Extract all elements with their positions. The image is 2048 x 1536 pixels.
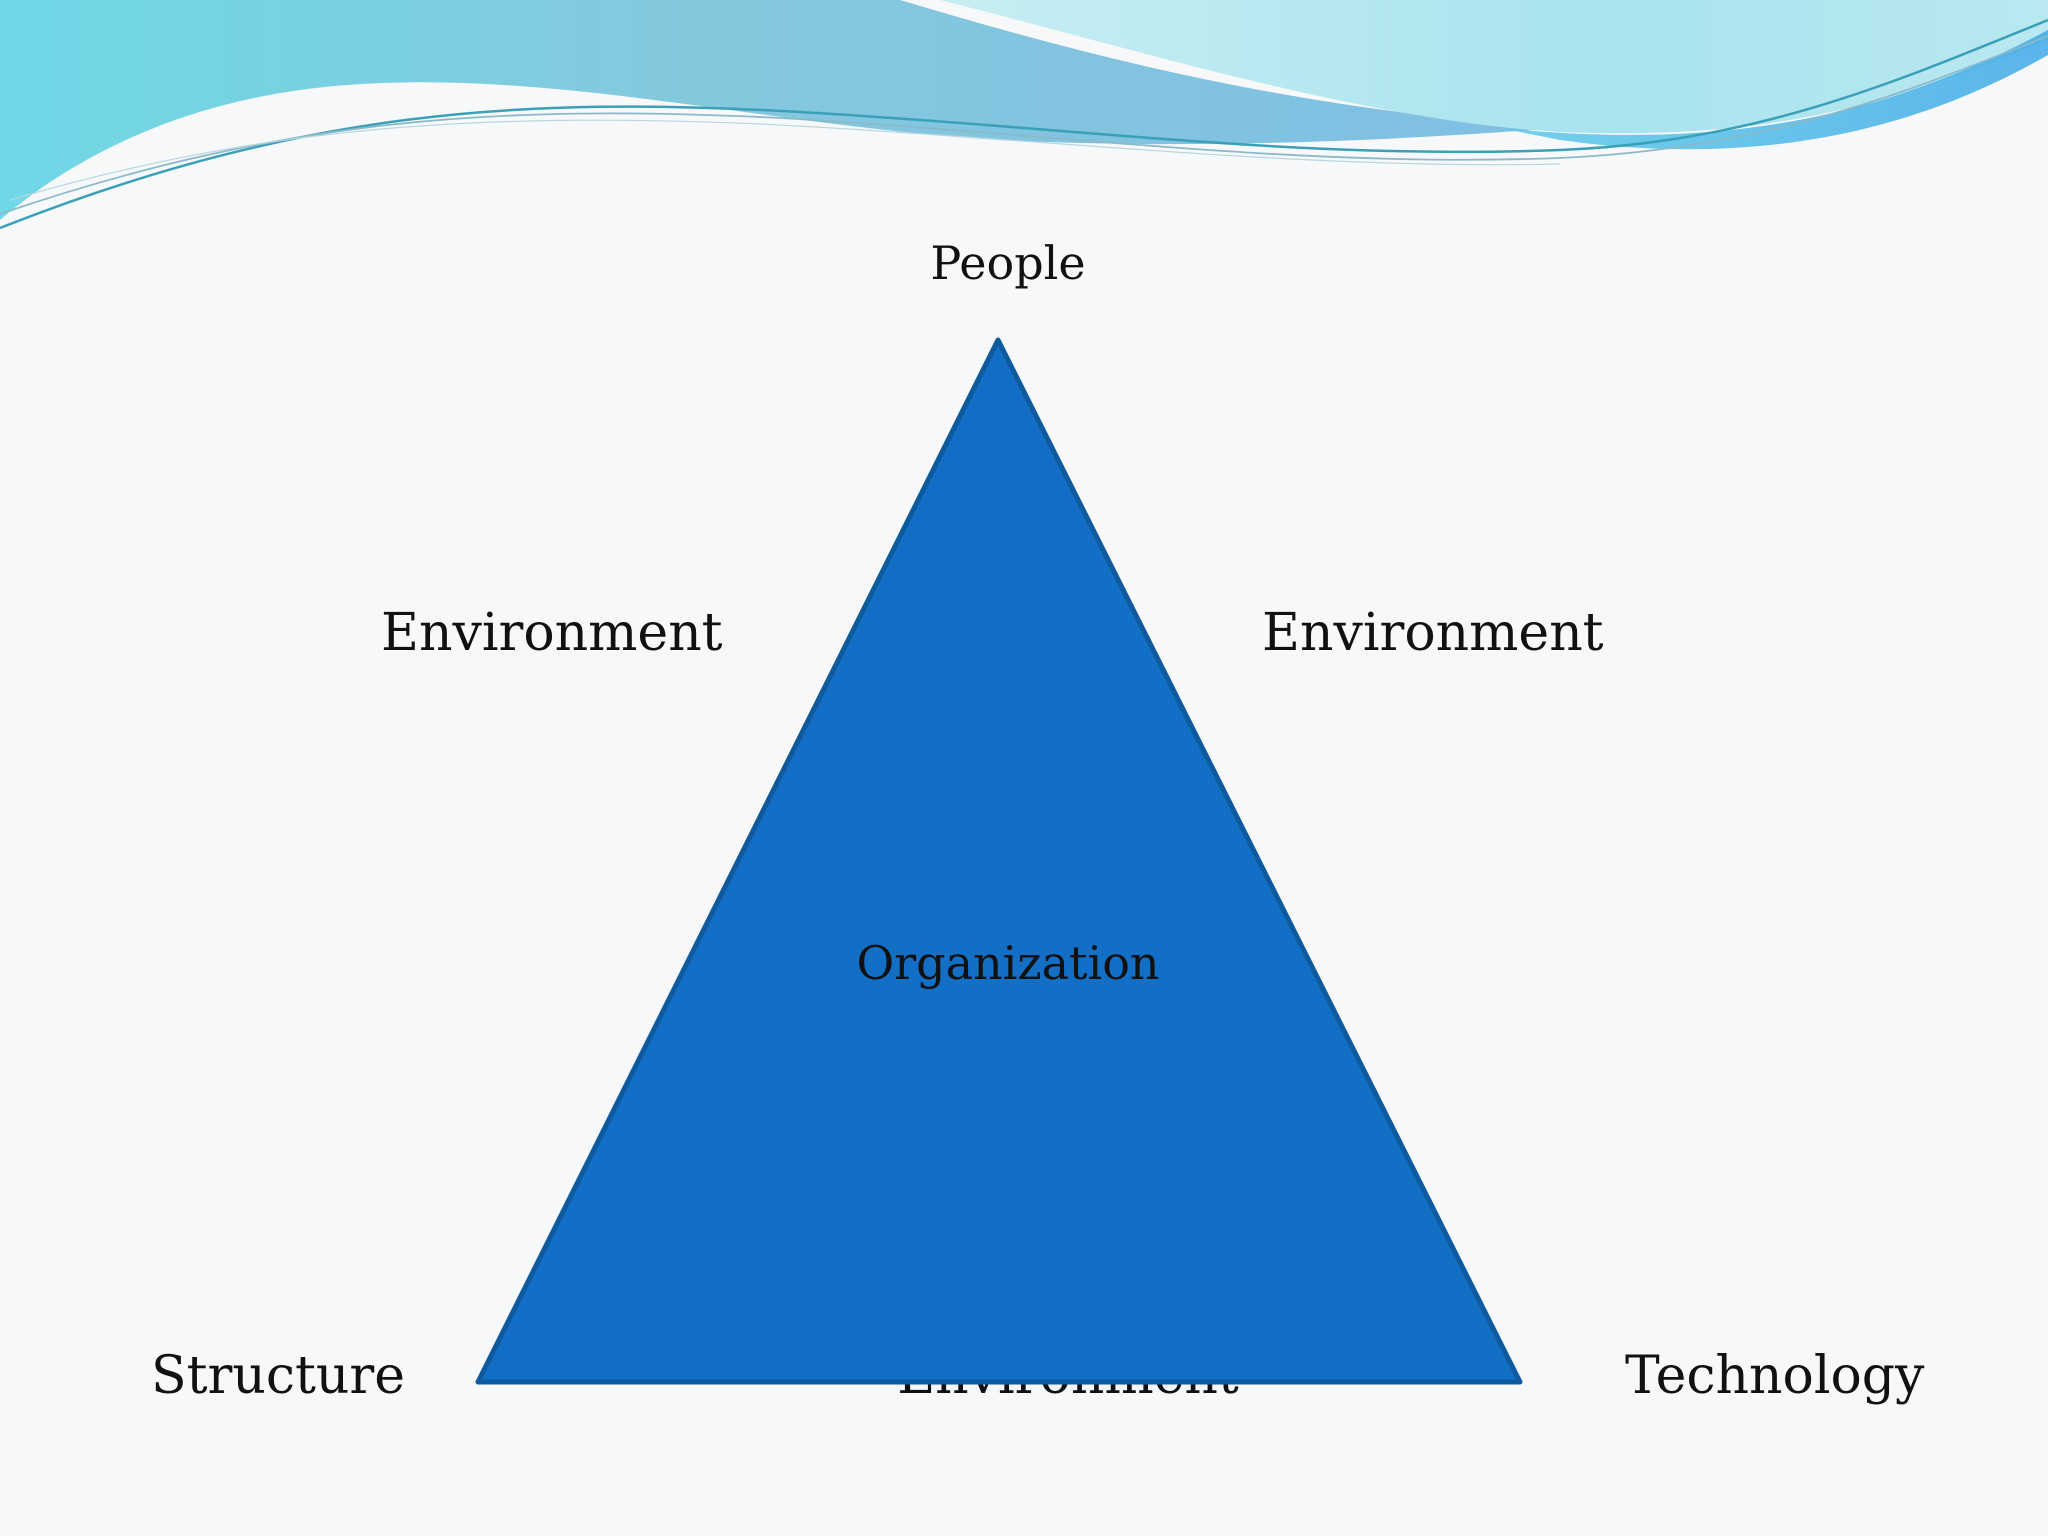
- bottom-left-structure-label: Structure: [151, 1346, 406, 1406]
- right-side-environment-label: Environment: [1262, 603, 1604, 663]
- apex-people-label: People: [930, 236, 1086, 290]
- organization-triangle: [475, 337, 1523, 1385]
- header-wave-decoration: [0, 0, 2048, 230]
- bottom-right-technology-label: Technology: [1625, 1346, 1925, 1406]
- left-side-environment-label: Environment: [381, 603, 723, 663]
- center-organization-label: Organization: [856, 936, 1160, 990]
